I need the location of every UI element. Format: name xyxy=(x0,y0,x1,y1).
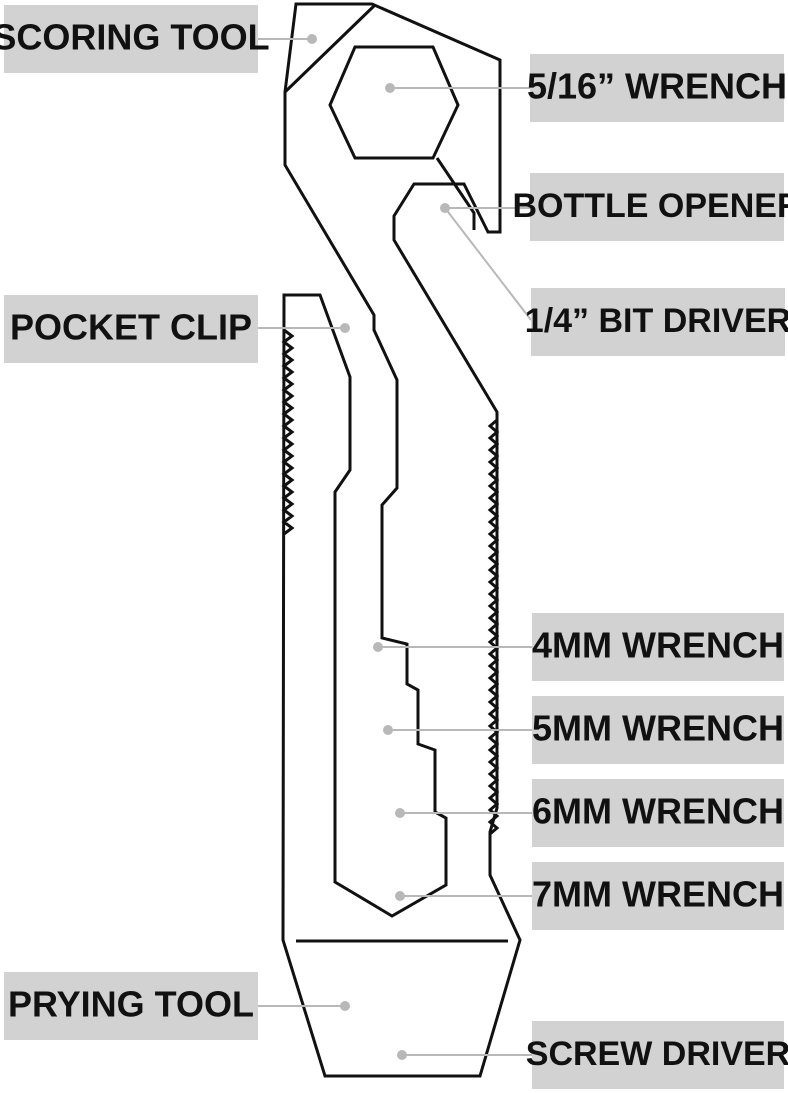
label-6mm-wrench: 6MM WRENCH xyxy=(532,791,784,832)
hex-wrench-cutout xyxy=(328,45,460,160)
leader-lines xyxy=(258,34,532,1060)
label-7mm-wrench: 7MM WRENCH xyxy=(532,874,784,915)
label-4mm-wrench: 4MM WRENCH xyxy=(532,625,784,666)
callout-4mm-wrench: 4MM WRENCH xyxy=(532,613,784,681)
serrations-right xyxy=(487,418,500,836)
callout-5-16-wrench: 5/16” WRENCH xyxy=(527,54,787,122)
serrations-left xyxy=(281,328,295,536)
bottle-opener-slot xyxy=(435,157,476,230)
tool-head-outline xyxy=(281,2,522,1078)
callout-screw-driver: SCREW DRIVER xyxy=(526,1021,788,1089)
label-5mm-wrench: 5MM WRENCH xyxy=(532,708,784,749)
label-bit-driver: 1/4” BIT DRIVER xyxy=(525,302,788,340)
callout-bottle-opener: BOTTLE OPENER xyxy=(512,173,788,241)
label-scoring-tool: SCORING TOOL xyxy=(0,17,270,58)
callout-bit-driver: 1/4” BIT DRIVER xyxy=(525,288,788,356)
label-prying-tool: PRYING TOOL xyxy=(8,984,254,1025)
label-bottle-opener: BOTTLE OPENER xyxy=(512,187,788,225)
label-5-16-wrench: 5/16” WRENCH xyxy=(527,66,787,107)
label-screw-driver: SCREW DRIVER xyxy=(526,1035,788,1073)
callout-pocket-clip: POCKET CLIP xyxy=(4,295,258,363)
scoring-tool-edge xyxy=(283,3,377,94)
callout-5mm-wrench: 5MM WRENCH xyxy=(532,696,784,764)
multitool-outline xyxy=(281,2,522,1078)
callout-7mm-wrench: 7MM WRENCH xyxy=(532,862,784,930)
callout-6mm-wrench: 6MM WRENCH xyxy=(532,779,784,847)
callout-scoring-tool: SCORING TOOL xyxy=(0,5,270,73)
callout-prying-tool: PRYING TOOL xyxy=(4,972,258,1040)
label-pocket-clip: POCKET CLIP xyxy=(10,307,252,348)
